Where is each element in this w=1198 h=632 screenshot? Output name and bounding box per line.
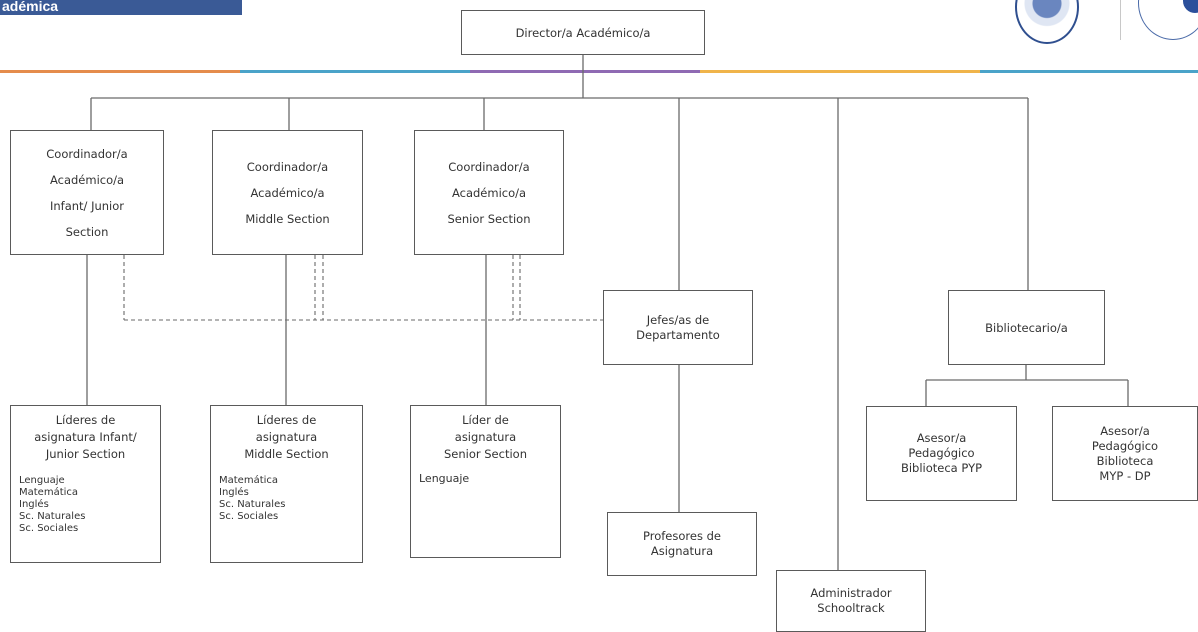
node-label: Líderes de bbox=[55, 413, 116, 427]
node-jefes-departamento: Jefes/as de Departamento bbox=[603, 290, 753, 365]
node-label: Académico/a bbox=[49, 172, 125, 187]
node-bibliotecario: Bibliotecario/a bbox=[948, 290, 1105, 365]
stripe-segment bbox=[470, 70, 700, 73]
node-asesor-pyp: Asesor/a Pedagógico Biblioteca PYP bbox=[866, 406, 1017, 501]
node-label: Asesor/a bbox=[1100, 423, 1150, 438]
node-label: Senior Section bbox=[443, 447, 527, 461]
node-label: Coordinador/a bbox=[448, 159, 530, 174]
subject-item: Inglés bbox=[219, 487, 249, 498]
node-label: Bibliotecario/a bbox=[985, 320, 1068, 335]
node-label: Asignatura bbox=[650, 544, 714, 558]
node-label: Coordinador/a bbox=[246, 159, 329, 174]
subject-list: Lenguaje bbox=[411, 473, 469, 485]
subject-item: Lenguaje bbox=[19, 475, 65, 486]
node-label: asignatura bbox=[255, 430, 318, 444]
node-label: Middle Section bbox=[244, 447, 329, 461]
node-label: Jefes/as de bbox=[646, 312, 710, 327]
subject-item: Sc. Sociales bbox=[219, 511, 279, 522]
node-lideres-middle: Líderes de asignatura Middle Section Mat… bbox=[210, 405, 363, 563]
subject-item: Inglés bbox=[19, 499, 49, 510]
subject-item: Matemática bbox=[19, 487, 79, 498]
ib-logo-icon bbox=[1138, 0, 1198, 40]
node-asesor-myp-dp: Asesor/a Pedagógico Biblioteca MYP - DP bbox=[1052, 406, 1198, 501]
node-lideres-infant: Líderes de asignatura Infant/ Junior Sec… bbox=[10, 405, 161, 563]
stripe-segment bbox=[700, 70, 980, 73]
node-label: MYP - DP bbox=[1099, 468, 1151, 483]
node-label: Académico/a bbox=[451, 185, 527, 200]
subject-list: Matemática Inglés Sc. Naturales Sc. Soci… bbox=[211, 475, 285, 523]
stripe-segment bbox=[980, 70, 1198, 73]
header-stripe bbox=[0, 70, 1198, 73]
node-label: Biblioteca bbox=[1096, 453, 1154, 468]
node-coord-infant: Coordinador/a Académico/a Infant/ Junior… bbox=[10, 130, 164, 255]
node-label: Biblioteca PYP bbox=[900, 461, 983, 475]
subject-item: Sc. Sociales bbox=[19, 523, 79, 534]
node-coord-senior: Coordinador/a Académico/a Senior Section bbox=[414, 130, 564, 255]
node-label: Director/a Académico/a bbox=[515, 25, 651, 40]
node-label: Schooltrack bbox=[817, 601, 885, 615]
subject-item: Matemática bbox=[219, 475, 279, 486]
logo-divider bbox=[1120, 0, 1121, 40]
node-label: Líder de bbox=[462, 413, 509, 427]
node-administrador: Administrador Schooltrack bbox=[776, 570, 926, 632]
node-label: Asesor/a bbox=[916, 431, 967, 445]
node-label: Académico/a bbox=[250, 185, 325, 200]
node-label: Senior Section bbox=[447, 211, 531, 226]
node-label: Departamento bbox=[636, 327, 720, 342]
stripe-segment bbox=[240, 70, 470, 73]
node-profesores: Profesores de Asignatura bbox=[607, 512, 757, 576]
node-label: Section bbox=[65, 224, 109, 239]
node-director: Director/a Académico/a bbox=[461, 10, 705, 55]
node-label: asignatura Infant/ bbox=[34, 430, 137, 444]
node-label: Middle Section bbox=[245, 211, 330, 226]
node-label: Pedagógico bbox=[1091, 438, 1159, 453]
node-label: Infant/ Junior bbox=[49, 198, 125, 213]
subject-list: Lenguaje Matemática Inglés Sc. Naturales… bbox=[11, 475, 85, 535]
node-label: Administrador bbox=[810, 586, 892, 600]
subject-item: Sc. Naturales bbox=[19, 511, 86, 522]
node-coord-middle: Coordinador/a Académico/a Middle Section bbox=[212, 130, 363, 255]
line-biblio-asesores bbox=[925, 365, 1129, 406]
node-label: Junior Section bbox=[45, 447, 126, 461]
node-label: Pedagógico bbox=[908, 446, 975, 460]
stripe-segment bbox=[0, 70, 240, 73]
node-label: asignatura bbox=[454, 430, 517, 444]
subject-item: Sc. Naturales bbox=[219, 499, 286, 510]
node-label: Líderes de bbox=[256, 413, 317, 427]
subject-item: Lenguaje bbox=[419, 472, 470, 485]
node-lider-senior: Líder de asignatura Senior Section Lengu… bbox=[410, 405, 561, 558]
node-label: Coordinador/a bbox=[46, 146, 128, 161]
page-title: adémica bbox=[0, 0, 242, 15]
node-label: Profesores de bbox=[643, 529, 721, 543]
